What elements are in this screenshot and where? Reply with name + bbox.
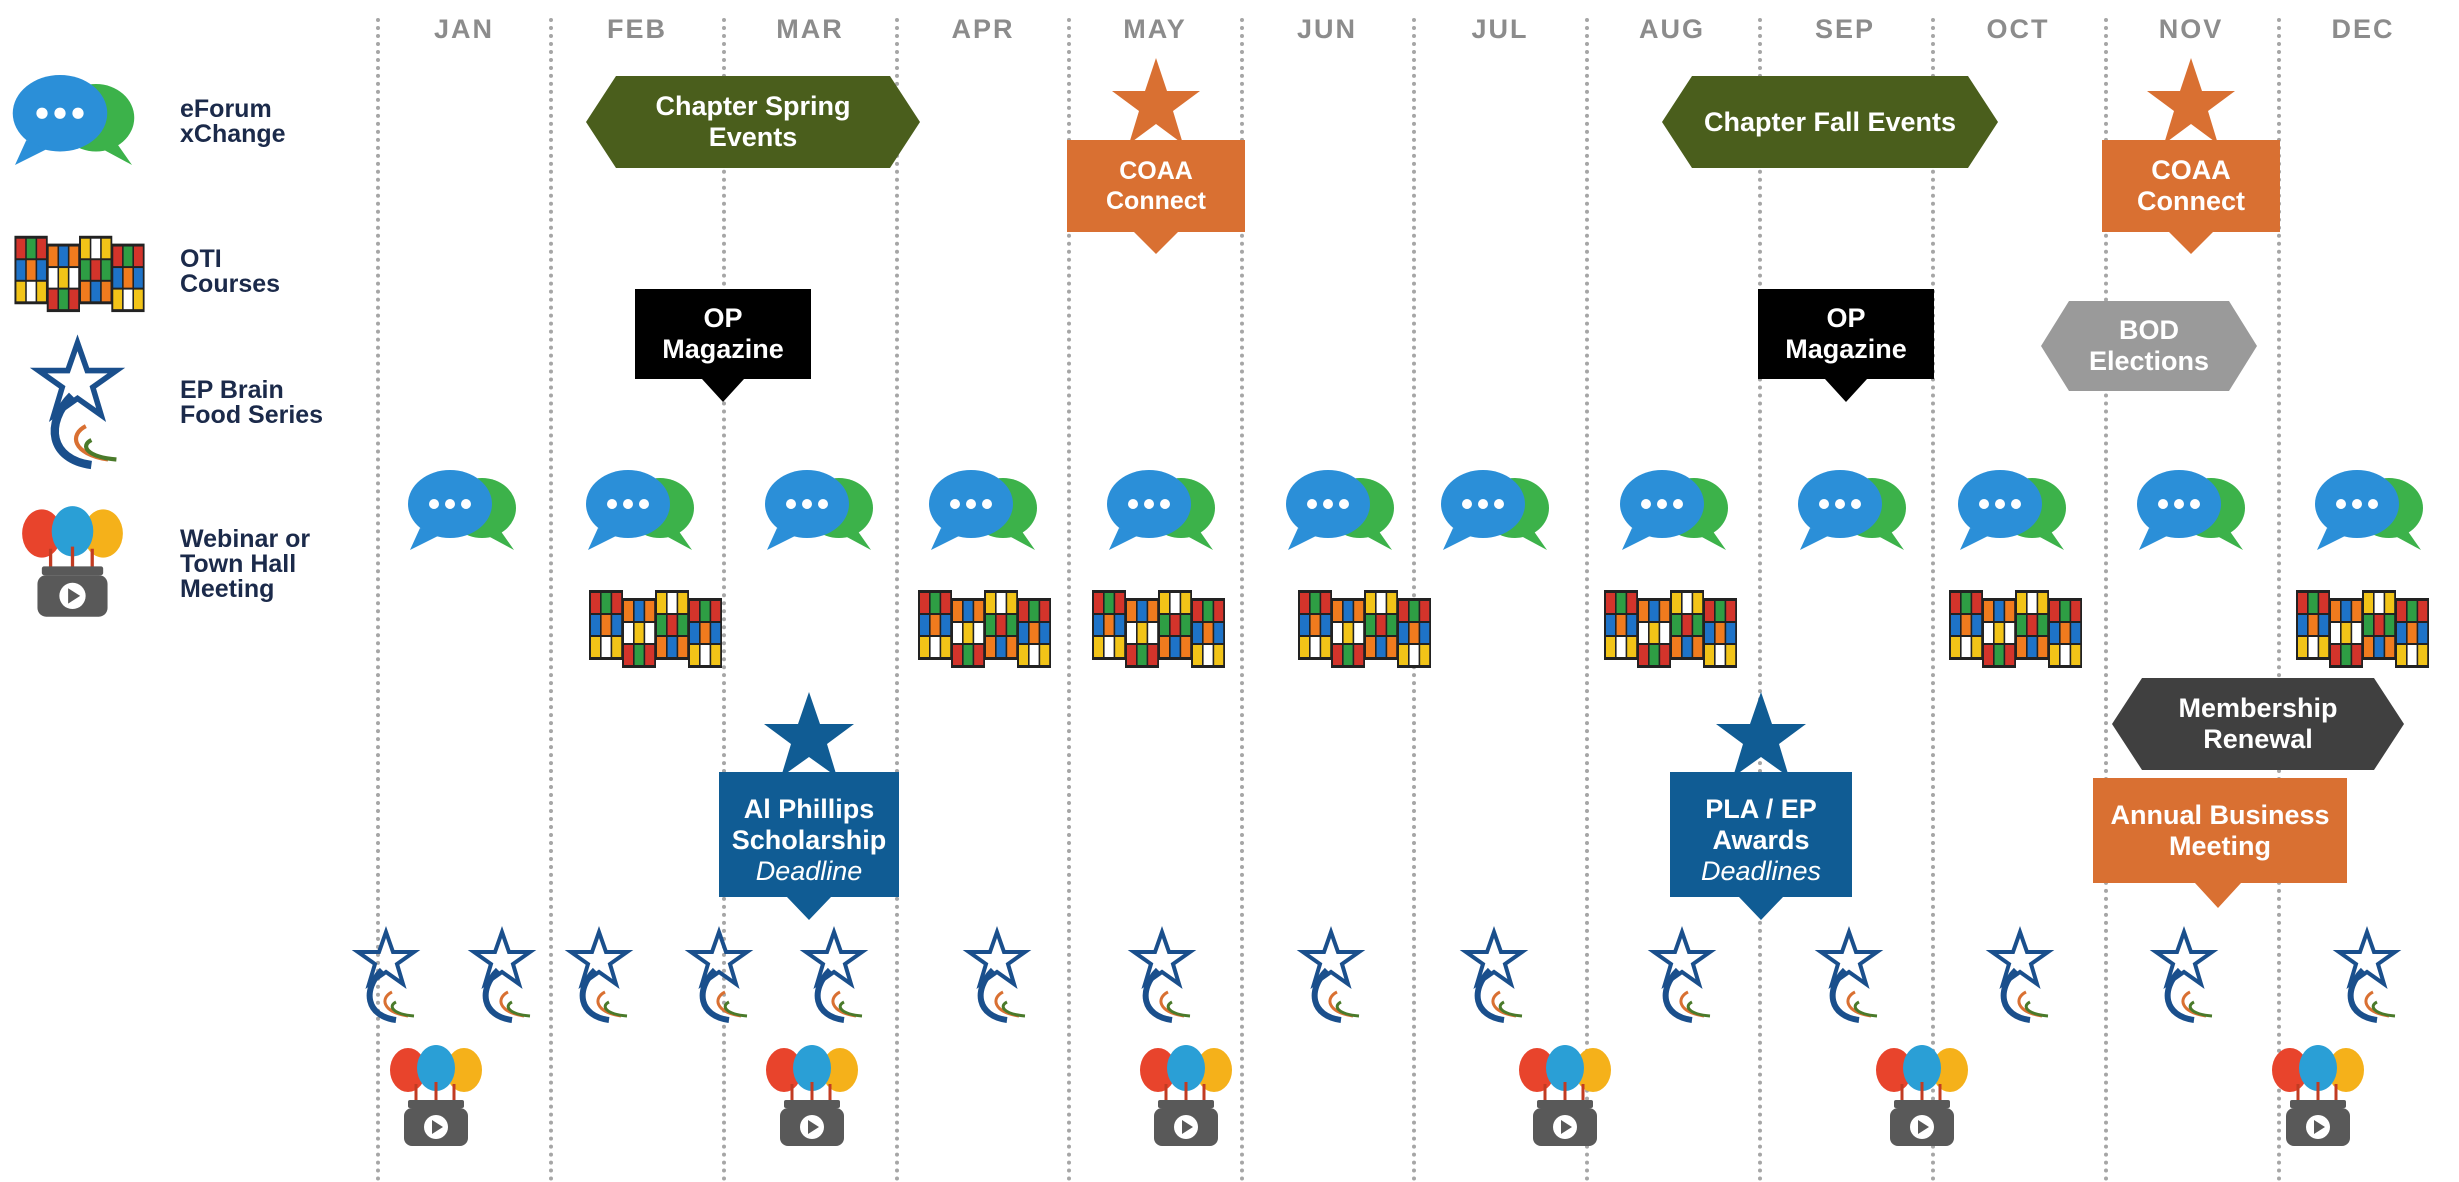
webinar-lightbulbs-play-icon [1140,1044,1232,1149]
month-jul: JUL [1471,14,1529,44]
op-magazine-sep-shape [1758,289,1934,402]
ep-brain-food-shooting-star-icon [467,925,537,1025]
month-mar: MAR [776,14,844,44]
ep-brain-food-shooting-star-icon [684,925,754,1025]
month-divider [1240,18,1244,1182]
ep-brain-food-shooting-star-icon [1127,925,1197,1025]
ep-brain-food-shooting-star-icon [1296,925,1366,1025]
op-magazine-sep-label: OP Magazine [1785,303,1907,364]
ep-brain-food-shooting-star-icon [564,925,634,1025]
oti-rubiks-cube-icon [1600,580,1742,672]
legend-label-ep-brain: EP Brain Food Series [180,376,324,429]
eforum-chat-bubbles-icon [1101,466,1221,554]
pla-ep-awards-shape [1670,692,1852,920]
month-divider [376,18,380,1182]
bod-elections-shape [2041,301,2257,391]
eforum-chat-bubbles-icon [923,466,1043,554]
eforum-chat-bubbles-icon [1614,466,1734,554]
al-phillips-scholarship-deadline: Deadline [755,855,863,886]
op-magazine-feb-shape [635,289,811,402]
oti-rubiks-cube-icon [2292,580,2434,672]
legend-chat-bubbles-icon [6,70,141,170]
legend-label-eforum: eForum xChange [180,95,286,148]
ep-brain-food-shooting-star-icon [2332,925,2402,1025]
ep-brain-food-shooting-star-icon [1459,925,1529,1025]
pla-ep-awards-label: PLA / EP Awards Deadlines [1670,785,1852,895]
webinar-lightbulbs-play-icon [2272,1044,2364,1149]
month-divider [1585,18,1589,1182]
month-divider [2277,18,2281,1182]
coaa-connect-may-label: COAA Connect [1106,157,1206,215]
legend-rubiks-cube-icon [10,226,150,316]
oti-rubiks-cube-icon [585,580,727,672]
membership-renewal-shape [2112,678,2404,770]
chapter-spring-events-label: Chapter Spring Events [655,91,851,152]
month-divider [722,18,726,1182]
ep-brain-food-shooting-star-icon [1985,925,2055,1025]
oti-rubiks-cube-icon [1945,580,2087,672]
op-magazine-feb-label: OP Magazine [662,303,784,364]
month-sep: SEP [1814,14,1876,44]
month-apr: APR [951,14,1015,44]
ep-brain-food-shooting-star-icon [962,925,1032,1025]
month-divider [1931,18,1935,1182]
month-divider [895,18,899,1182]
oti-rubiks-cube-icon [1088,580,1230,672]
pla-ep-awards-deadlines: Deadlines [1700,855,1822,886]
month-dec: DEC [2331,14,2395,44]
legend-lightbulbs-play-icon [20,505,125,620]
coaa-connect-may-shape [1067,58,1245,254]
month-jun: JUN [1296,14,1357,44]
month-may: MAY [1123,14,1187,44]
al-phillips-scholarship-shape [719,692,899,920]
eforum-chat-bubbles-icon [1435,466,1555,554]
chapter-fall-events-label: Chapter Fall Events [1703,106,1957,137]
annual-business-meeting-shape [2093,778,2347,908]
eforum-chat-bubbles-icon [759,466,879,554]
legend-shooting-star-icon [29,334,126,472]
ep-brain-food-shooting-star-icon [1647,925,1717,1025]
webinar-lightbulbs-play-icon [766,1044,858,1149]
ep-brain-food-shooting-star-icon [351,925,421,1025]
month-divider [1758,18,1762,1182]
oti-rubiks-cube-icon [1294,580,1436,672]
legend-label-webinar: Webinar or Town Hall Meeting [180,525,311,603]
oti-rubiks-cube-icon [914,580,1056,672]
webinar-lightbulbs-play-icon [1519,1044,1611,1149]
eforum-chat-bubbles-icon [1952,466,2072,554]
annual-business-meeting-label: Annual Business Meeting [2110,799,2330,861]
al-phillips-scholarship-label: Al Phillips Scholarship Deadline [719,785,899,895]
chapter-fall-events-shape [1662,76,1998,168]
eforum-chat-bubbles-icon [2131,466,2251,554]
ep-brain-food-shooting-star-icon [799,925,869,1025]
pla-ep-awards-title: PLA / EP Awards [1705,793,1817,855]
eforum-chat-bubbles-icon [580,466,700,554]
month-feb: FEB [607,14,667,44]
ep-brain-food-shooting-star-icon [1814,925,1884,1025]
month-nov: NOV [2158,14,2224,44]
eforum-chat-bubbles-icon [1792,466,1912,554]
membership-renewal-label: Membership Renewal [2178,693,2338,754]
chapter-spring-events-shape [586,76,920,168]
legend-label-oti: OTI Courses [180,245,281,298]
bod-elections-label: BOD Elections [2088,315,2210,376]
eforum-chat-bubbles-icon [2309,466,2429,554]
webinar-lightbulbs-play-icon [1876,1044,1968,1149]
coaa-connect-nov-shape [2102,58,2280,254]
month-aug: AUG [1639,14,1705,44]
month-divider [1067,18,1071,1182]
month-divider [2104,18,2108,1182]
eforum-chat-bubbles-icon [402,466,522,554]
month-divider [549,18,553,1182]
ep-brain-food-shooting-star-icon [2149,925,2219,1025]
coaa-connect-nov-label: COAA Connect [2137,155,2245,216]
al-phillips-scholarship-title: Al Phillips Scholarship [731,793,887,855]
eforum-chat-bubbles-icon [1280,466,1400,554]
month-jan: JAN [433,14,494,44]
month-oct: OCT [1986,14,2050,44]
webinar-lightbulbs-play-icon [390,1044,482,1149]
